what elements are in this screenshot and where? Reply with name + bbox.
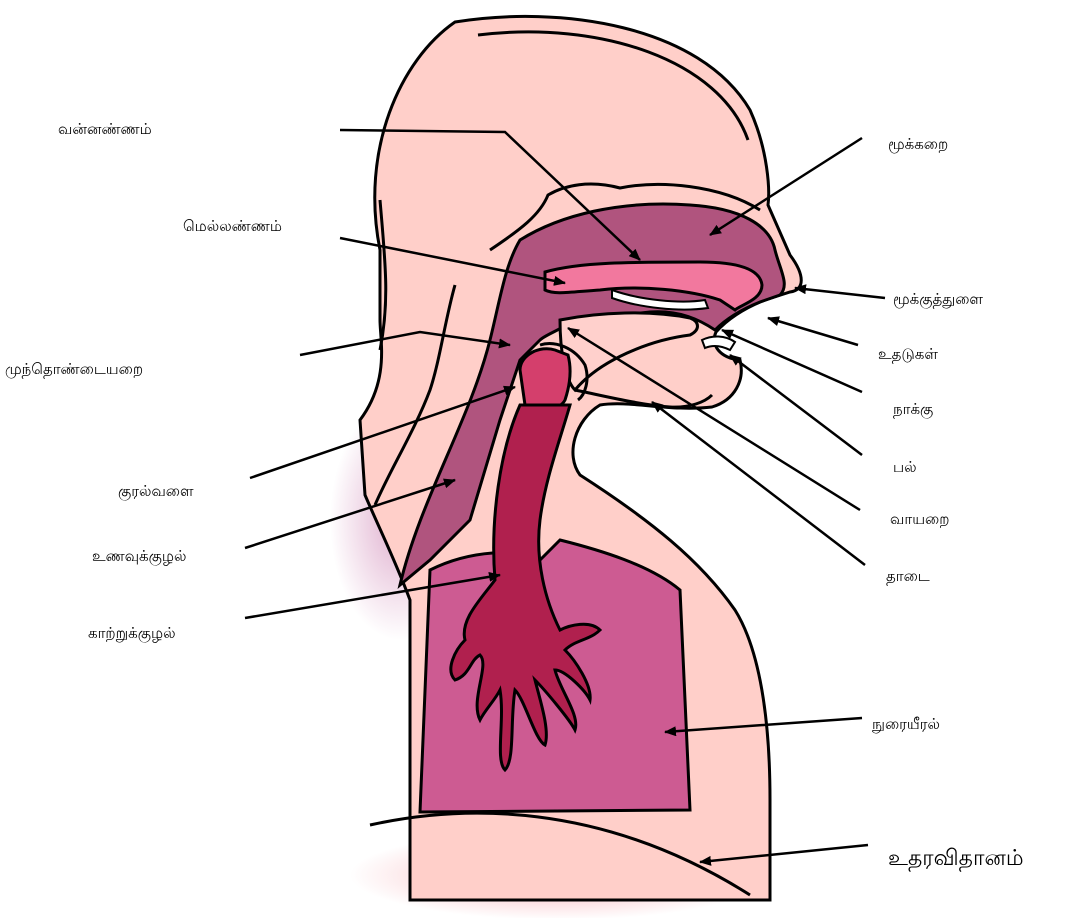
pointer-nostril <box>795 288 885 298</box>
label-lungs: நுரையீரல் <box>872 715 940 735</box>
label-esophagus: உணவுக்குழல் <box>92 547 186 567</box>
label-lips: உதடுகள் <box>878 345 938 365</box>
label-jaw: தாடை <box>886 567 930 587</box>
pointer-lips <box>768 318 858 345</box>
larynx-shape <box>520 349 570 409</box>
label-teeth: பல் <box>893 458 917 478</box>
label-diaphragm: உதரவிதானம் <box>888 846 1024 874</box>
label-nasal-cavity: மூக்கறை <box>888 135 948 155</box>
label-trachea: காற்றுக்குழல் <box>88 624 176 644</box>
label-oral-cavity: வாயறை <box>890 510 949 530</box>
label-tongue: நாக்கு <box>893 400 933 420</box>
pointer-jaw <box>652 402 865 565</box>
label-nostril: மூக்குத்துளை <box>893 290 983 310</box>
label-pharynx: முந்தொண்டையறை <box>5 360 143 380</box>
lower-teeth <box>702 336 735 350</box>
label-soft-palate: மெல்லண்ணம் <box>183 217 282 237</box>
label-larynx: குரல்வளை <box>118 482 194 502</box>
label-hard-palate: வன்னண்ணம் <box>58 120 152 140</box>
